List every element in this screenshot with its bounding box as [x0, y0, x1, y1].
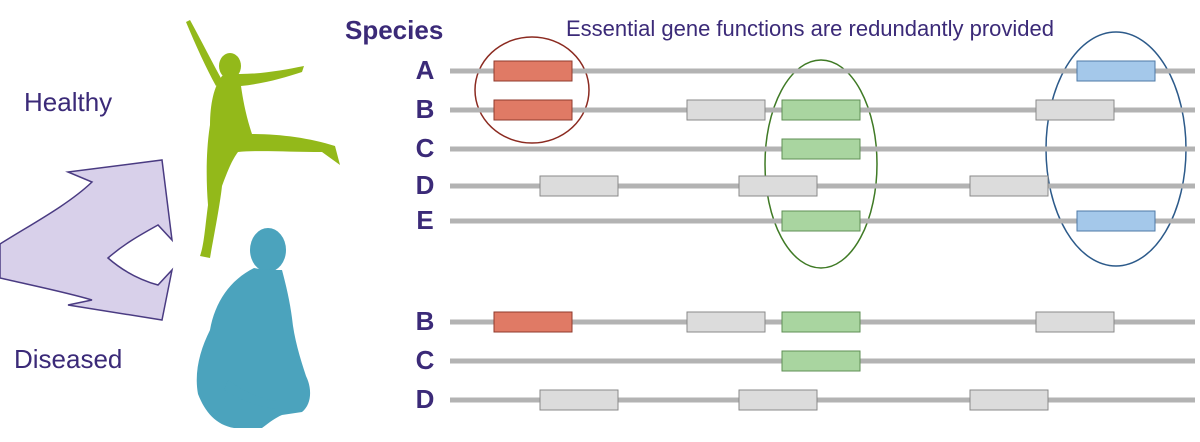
gray-gene-block [539, 175, 619, 197]
green-gene-block [781, 350, 861, 372]
species-letter-d: D [415, 384, 435, 414]
headline: Essential gene functions are redundantly… [566, 16, 1054, 41]
species-letter-d: D [415, 170, 435, 200]
gray-gene-block [686, 99, 766, 121]
gray-gene-block [738, 389, 818, 411]
green-gene-group-circle [764, 59, 878, 269]
species-letter-c: C [415, 345, 435, 375]
red-gene-group-circle [474, 36, 590, 144]
red-gene-block [493, 99, 573, 121]
species-header: Species [345, 15, 444, 45]
crouching-person-icon [196, 228, 311, 428]
species-rows [450, 60, 1195, 411]
gray-gene-block [969, 175, 1049, 197]
gray-gene-block [1035, 311, 1115, 333]
gray-gene-block [686, 311, 766, 333]
green-gene-block [781, 99, 861, 121]
red-gene-block [493, 60, 573, 82]
healthy-label: Healthy [24, 87, 113, 117]
blue-gene-block [1076, 210, 1156, 232]
diseased-label: Diseased [14, 344, 123, 374]
species-letter-e: E [416, 205, 434, 235]
jumping-person-icon [186, 20, 340, 258]
species-letter-b: B [415, 306, 435, 336]
gray-gene-block [1035, 99, 1115, 121]
species-letter-b: B [415, 94, 435, 124]
green-gene-block [781, 138, 861, 160]
gray-gene-block [738, 175, 818, 197]
split-arrow-icon [0, 159, 174, 321]
species-letter-c: C [415, 133, 435, 163]
red-gene-block [493, 311, 573, 333]
green-gene-block [781, 311, 861, 333]
species-letter-a: A [415, 55, 435, 85]
green-gene-block [781, 210, 861, 232]
blue-gene-block [1076, 60, 1156, 82]
gray-gene-block [969, 389, 1049, 411]
gray-gene-block [539, 389, 619, 411]
